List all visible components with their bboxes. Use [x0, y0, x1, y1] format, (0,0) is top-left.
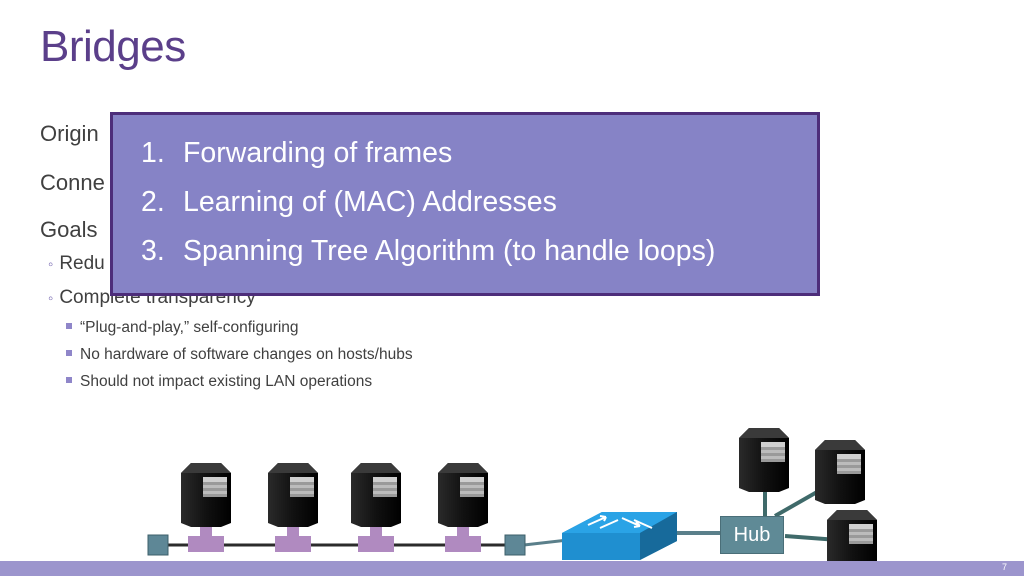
lan-connector-icon [188, 524, 224, 552]
hub-label: Hub [733, 523, 771, 546]
sub-bullet-no-impact: Should not impact existing LAN operation… [66, 373, 372, 391]
lan-host-1 [181, 463, 231, 552]
bullet-connect: Conne [40, 170, 105, 195]
callout-item-number: 2. [141, 186, 165, 218]
hub-box: Hub [720, 516, 784, 554]
slide-title: Bridges [40, 22, 186, 71]
callout-item-text: Spanning Tree Algorithm (to handle loops… [183, 235, 716, 267]
callout-item-spanning-tree: 3. Spanning Tree Algorithm (to handle loo… [141, 235, 715, 268]
bullet-origin: Origin [40, 121, 99, 146]
page-number: 7 [1001, 562, 1007, 572]
server-tower-icon [181, 463, 231, 527]
lan-connector-icon [358, 524, 394, 552]
callout-item-number: 3. [141, 235, 165, 267]
network-diagram [147, 428, 877, 561]
lan-connector-icon [275, 524, 311, 552]
server-tower-icon [438, 463, 488, 527]
callout-item-forwarding: 1. Forwarding of frames [141, 137, 452, 170]
callout-item-text: Learning of (MAC) Addresses [183, 186, 557, 218]
lan-connector-icon [445, 524, 481, 552]
server-tower-icon [739, 428, 789, 492]
lan-host-2 [268, 463, 318, 552]
callout-item-learning: 2. Learning of (MAC) Addresses [141, 186, 557, 219]
square-bullet-icon [66, 376, 72, 383]
lan-host-4 [438, 463, 488, 552]
sub-bullet-plug-and-play: “Plug-and-play,” self-configuring [66, 319, 299, 337]
footer-bar [0, 561, 1024, 576]
lan-terminator-left [147, 534, 169, 556]
switch-icon [562, 512, 677, 560]
switch-link-line [523, 538, 569, 547]
callout-item-text: Forwarding of frames [183, 137, 453, 169]
square-bullet-icon [66, 349, 72, 356]
sub-bullet-no-hardware: No hardware of software changes on hosts… [66, 346, 413, 364]
sub-bullet-text: No hardware of software changes on hosts… [80, 346, 413, 363]
server-tower-icon [827, 510, 877, 561]
sub-bullet-text: Should not impact existing LAN operation… [80, 373, 373, 390]
sub-bullet-text: “Plug-and-play,” self-configuring [80, 319, 299, 336]
bullet-reduce: ◦Redu [48, 253, 105, 274]
server-tower-icon [815, 440, 865, 504]
server-tower-icon [351, 463, 401, 527]
lan-terminator-right [504, 534, 526, 556]
callout-item-number: 1. [141, 137, 165, 169]
server-tower-icon [268, 463, 318, 527]
square-bullet-icon [66, 322, 72, 329]
bullet-reduce-text: Redu [59, 253, 105, 274]
lan-host-3 [351, 463, 401, 552]
bullet-goals: Goals [40, 217, 98, 242]
bridge-functions-callout: 1. Forwarding of frames 2. Learning of (MA… [110, 112, 820, 296]
